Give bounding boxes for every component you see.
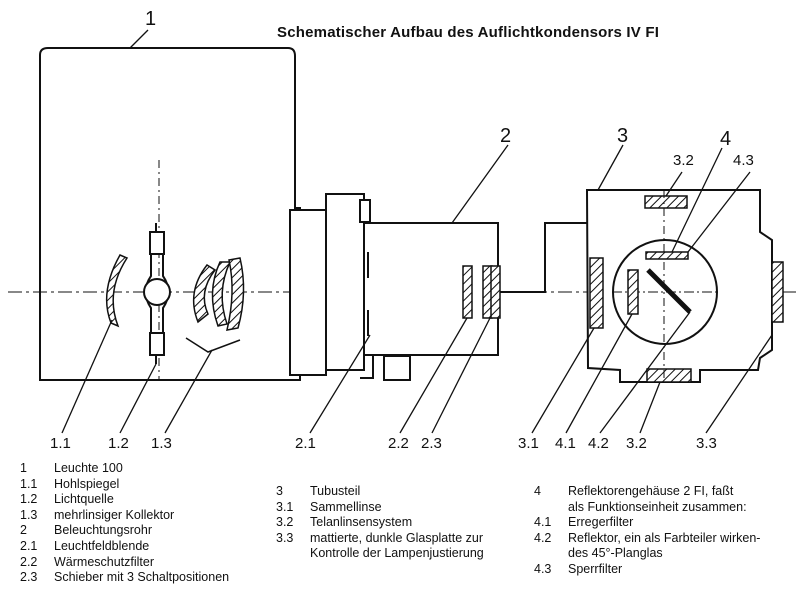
legend-text: Erregerfilter — [568, 515, 634, 530]
legend-num: 1 — [20, 461, 27, 475]
callout-3-2-top: 3.2 — [673, 152, 694, 169]
callout-4-3-top: 4.3 — [733, 152, 754, 169]
telan-lens-top — [644, 195, 688, 209]
legend-column-lamp-tube: 1 Leuchte 100 1.1 Hohlspiegel 1.2 Lichtquel… — [20, 461, 229, 586]
legend-num — [534, 500, 568, 516]
legend-text: Reflektorengehäuse 2 FI, faßt — [568, 484, 734, 498]
legend-num: 2.3 — [20, 570, 38, 585]
legend-row: Kontrolle der Lampenjustierung — [276, 546, 484, 562]
legend-num: 2 — [20, 523, 27, 538]
legend-column-tube-section: 3 Tubusteil 3.1 Sammellinse 3.2 Telanlinsen… — [276, 484, 484, 562]
legend-row: als Funktionseinheit zusammen: — [534, 500, 760, 516]
legend-row: 2.2 Wärmeschutzfilter — [20, 555, 229, 571]
callout-1-1: 1.1 — [50, 435, 71, 452]
legend-row: 4.1 Erregerfilter — [534, 515, 760, 531]
barrier-filter — [645, 251, 689, 260]
legend-text: als Funktionseinheit zusammen: — [568, 499, 747, 514]
legend-num: 2.2 — [20, 554, 38, 569]
collector-lens-c — [226, 257, 245, 331]
legend-text: des 45°-Planglas — [568, 546, 663, 561]
callout-1: 1 — [145, 8, 157, 30]
legend-row: 3 Tubusteil — [276, 484, 484, 500]
legend-text: Leuchte 100 — [54, 461, 123, 475]
legend-text: mehrlinsiger Kollektor — [54, 507, 175, 522]
legend-text: Kontrolle der Lampenjustierung — [310, 546, 484, 561]
legend-row: 3.3 mattierte, dunkle Glasplatte zur — [276, 531, 484, 547]
slider-filter-b — [490, 265, 501, 319]
legend-row: des 45°-Planglas — [534, 546, 760, 562]
legend-text: Telanlinsensystem — [310, 515, 413, 530]
exciter-filter — [627, 269, 639, 315]
callout-4-2: 4.2 — [588, 435, 609, 452]
callout-4: 4 — [720, 128, 732, 150]
collector-bracket — [185, 337, 241, 353]
light-source — [143, 223, 171, 364]
legend-text: Sammellinse — [310, 499, 382, 514]
ground-glass-plate — [771, 261, 784, 323]
callout-1-2: 1.2 — [108, 435, 129, 452]
legend-num: 3.1 — [276, 499, 294, 514]
callout-2-3: 2.3 — [421, 435, 442, 452]
telan-lens-bottom — [646, 368, 692, 383]
legend-text: Sperrfilter — [568, 561, 623, 576]
legend-num: 1.1 — [20, 476, 38, 491]
legend-num: 1.2 — [20, 492, 38, 507]
legend-num: 4.2 — [534, 530, 552, 545]
legend-row: 4 Reflektorengehäuse 2 FI, faßt — [534, 484, 760, 500]
legend-text: Wärmeschutzfilter — [54, 554, 155, 569]
legend-row: 3.2 Telanlinsensystem — [276, 515, 484, 531]
legend-text: Schieber mit 3 Schaltpositionen — [54, 570, 230, 585]
legend-num: 4 — [534, 484, 541, 498]
legend-text: Reflektor, ein als Farbteiler wirken- — [568, 530, 761, 545]
collecting-lens — [589, 257, 604, 329]
callout-3-1: 3.1 — [518, 435, 539, 452]
legend-row: 1.3 mehrlinsiger Kollektor — [20, 508, 229, 524]
legend-column-reflector: 4 Reflektorengehäuse 2 FI, faßt als Funkt… — [534, 484, 760, 578]
legend-row: 4.2 Reflektor, ein als Farbteiler wirken- — [534, 531, 760, 547]
collector-lens-a — [192, 264, 217, 324]
legend-text: Tubusteil — [310, 484, 361, 498]
illumination-tube — [289, 193, 587, 381]
legend-text: Leuchtfeldblende — [54, 538, 150, 553]
legend-row: 2.3 Schieber mit 3 Schaltpositionen — [20, 570, 229, 586]
callout-3-2-bottom: 3.2 — [626, 435, 647, 452]
callout-3-3: 3.3 — [696, 435, 717, 452]
legend-text: Lichtquelle — [54, 492, 114, 507]
legend-num: 3.2 — [276, 515, 294, 530]
legend-row: 4.3 Sperrfilter — [534, 562, 760, 578]
callout-1-3: 1.3 — [151, 435, 172, 452]
heat-filter — [462, 265, 473, 319]
legend-num: 4.3 — [534, 561, 552, 576]
legend-num: 3 — [276, 484, 283, 498]
legend-text: mattierte, dunkle Glasplatte zur — [310, 530, 483, 545]
legend-row: 2 Beleuchtungsrohr — [20, 523, 229, 539]
callout-3: 3 — [617, 125, 629, 147]
dichroic-reflector — [646, 268, 692, 314]
legend-num: 1.3 — [20, 507, 38, 522]
legend-row: 2.1 Leuchtfeldblende — [20, 539, 229, 555]
callout-4-1: 4.1 — [555, 435, 576, 452]
legend-text: Beleuchtungsrohr — [54, 523, 152, 538]
callout-2-1: 2.1 — [295, 435, 316, 452]
legend-row: 1.1 Hohlspiegel — [20, 477, 229, 493]
legend-row: 3.1 Sammellinse — [276, 500, 484, 516]
collector-lens-b — [211, 261, 232, 327]
legend-num: 4.1 — [534, 515, 552, 530]
legend-num: 3.3 — [276, 530, 294, 545]
legend-text: Hohlspiegel — [54, 476, 120, 491]
legend-num: 2.1 — [20, 538, 38, 553]
legend-row: 1.2 Lichtquelle — [20, 492, 229, 508]
callout-2: 2 — [500, 125, 512, 147]
callout-2-2: 2.2 — [388, 435, 409, 452]
legend-num — [276, 546, 310, 562]
lamp-housing — [39, 47, 301, 381]
legend-num — [534, 546, 568, 562]
diagram-title: Schematischer Aufbau des Auflichtkondens… — [277, 24, 660, 41]
legend-row: 1 Leuchte 100 — [20, 461, 229, 477]
